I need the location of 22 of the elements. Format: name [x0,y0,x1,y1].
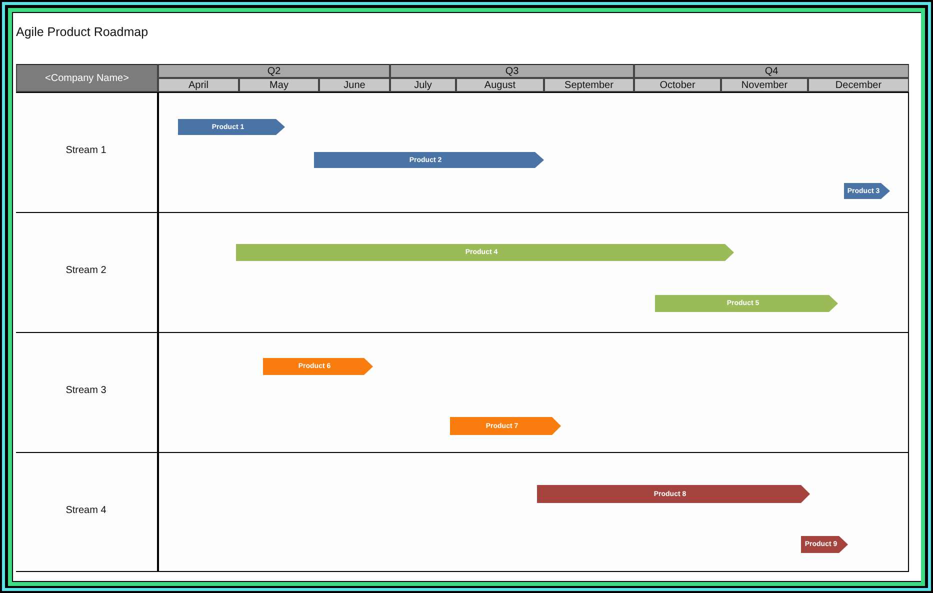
month-header: April [158,78,239,92]
month-header: September [544,78,634,92]
quarter-header: Q4 [634,64,909,78]
month-header: November [721,78,808,92]
quarter-header: Q2 [158,64,390,78]
month-header: May [239,78,319,92]
month-header: August [456,78,544,92]
month-header: June [319,78,390,92]
stream-swimlane [16,452,909,572]
stream-label: Stream 4 [64,505,108,516]
stream-swimlane [16,92,909,212]
stream-label: Stream 3 [64,385,108,396]
stream-label: Stream 2 [64,265,108,276]
month-header: July [390,78,456,92]
company-name-header: <Company Name> [16,64,158,92]
month-header: October [634,78,721,92]
quarter-header: Q3 [390,64,634,78]
roadmap-title: Agile Product Roadmap [16,25,148,39]
stream-swimlane [16,212,909,332]
month-header: December [808,78,909,92]
stream-label: Stream 1 [64,145,108,156]
stream-swimlane [16,332,909,452]
